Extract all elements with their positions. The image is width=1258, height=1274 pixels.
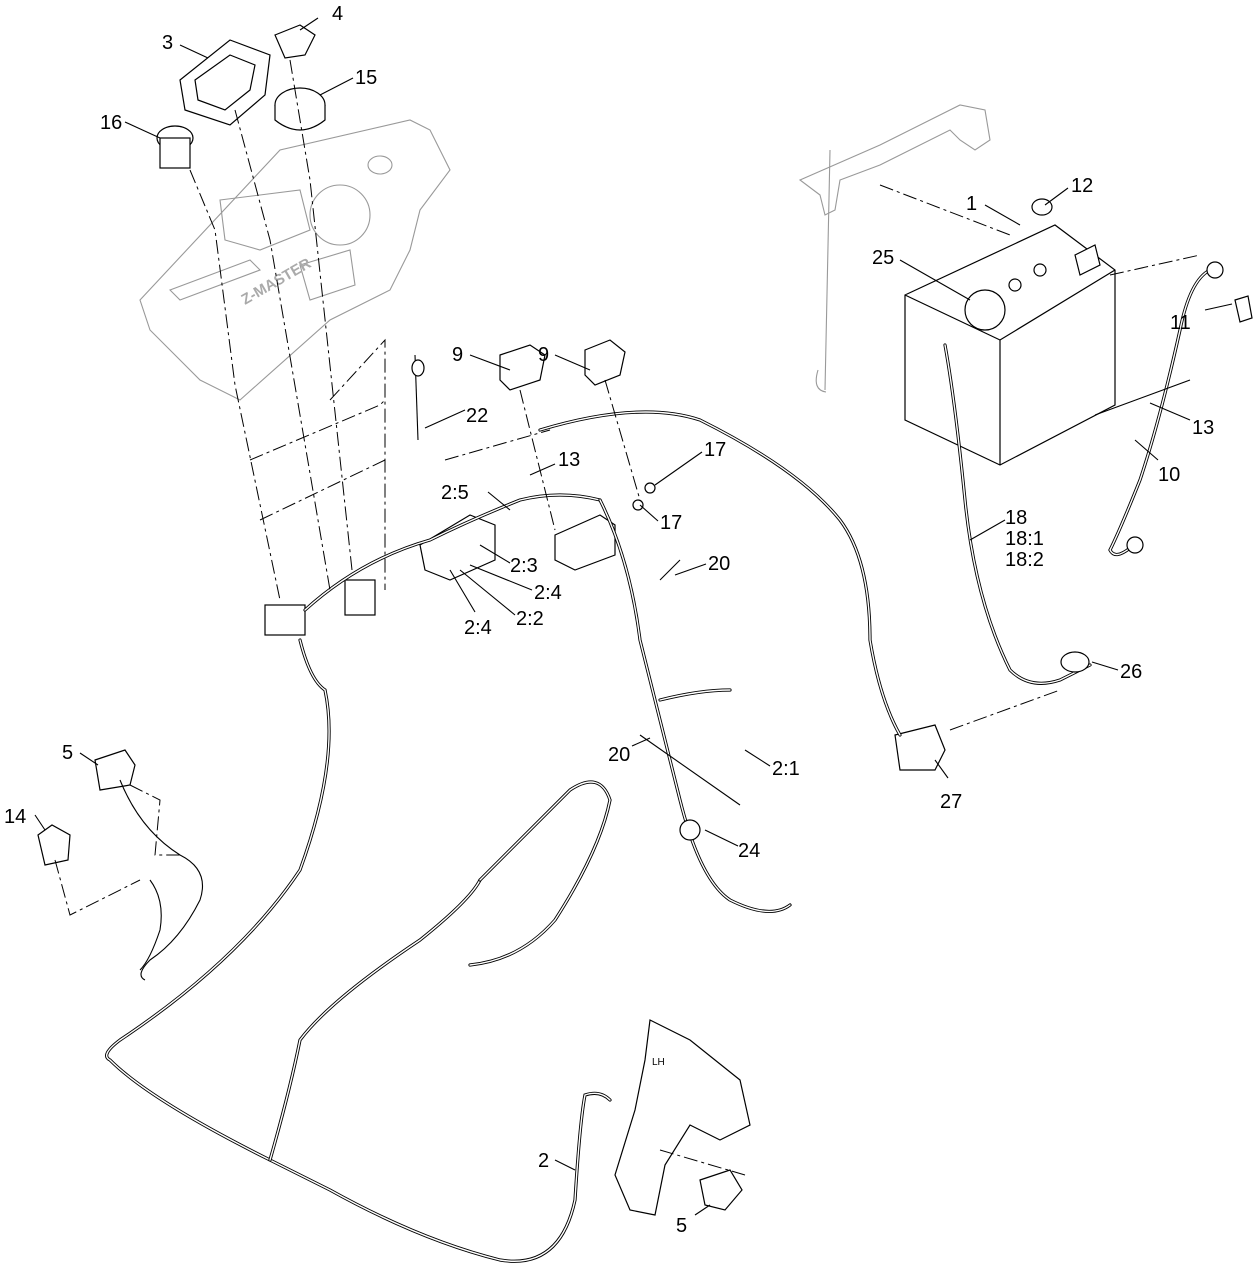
panel-brand-text: Z-MASTER (239, 255, 315, 309)
callout-9a: 9 (452, 344, 463, 366)
callout-2-3: 2:3 (510, 555, 538, 577)
interlock-switch-5 (699, 1169, 743, 1211)
callout-2-4b: 2:4 (464, 617, 492, 639)
small-parts (411, 198, 1253, 841)
callout-17b: 17 (660, 512, 682, 534)
callout-5a: 5 (62, 742, 73, 764)
leader-lines (34, 17, 1233, 1216)
callout-2-5: 2:5 (441, 482, 469, 504)
battery-cables (943, 261, 1224, 685)
callout-13b: 13 (558, 449, 580, 471)
switch-14 (37, 824, 71, 866)
callout-13a: 13 (1192, 417, 1214, 439)
pto-switch-16 (156, 125, 194, 169)
callout-25: 25 (872, 247, 894, 269)
callout-18-2: 18:2 (1005, 549, 1044, 571)
callout-9b: 9 (538, 344, 549, 366)
callout-20a: 20 (708, 553, 730, 575)
callout-14: 14 (4, 806, 26, 828)
callout-2-4a: 2:4 (534, 582, 562, 604)
seat-switch-5 (94, 749, 136, 791)
battery-bracket-ghost (798, 104, 991, 393)
battery (904, 224, 1116, 466)
key-4 (274, 24, 316, 59)
callout-20b: 20 (608, 744, 630, 766)
callout-16: 16 (100, 112, 122, 134)
ignition-switch-15 (274, 87, 326, 131)
callout-2-1: 2:1 (772, 758, 800, 780)
callout-1: 1 (966, 193, 977, 215)
callout-2: 2 (538, 1150, 549, 1172)
connector-cluster-left (264, 579, 376, 636)
callout-17a: 17 (704, 439, 726, 461)
callout-15: 15 (355, 67, 377, 89)
hour-meter-3 (179, 39, 271, 126)
assembly-lines (54, 59, 1201, 1176)
callout-11: 11 (1170, 312, 1191, 334)
callout-22: 22 (466, 405, 488, 427)
main-harness (105, 410, 902, 1263)
relay-connector-block (554, 514, 616, 571)
callout-4: 4 (332, 3, 343, 25)
callout-3: 3 (162, 32, 173, 54)
callout-2-2: 2:2 (516, 608, 544, 630)
relays-9 (499, 339, 626, 391)
lh-control-bracket: LH (614, 1019, 751, 1216)
callout-24: 24 (738, 840, 760, 862)
bracket-side-text: LH (652, 1057, 665, 1068)
callout-10: 10 (1158, 464, 1180, 486)
fuse-block (419, 514, 496, 581)
callout-27: 27 (940, 791, 962, 813)
callout-labels: 3 4 15 16 12 1 25 11 9 9 22 13 13 17 10 … (4, 3, 1214, 1237)
callout-18: 18 (1005, 507, 1027, 529)
callout-12: 12 (1071, 175, 1093, 197)
circuit-breaker-27 (894, 724, 946, 771)
callout-18-1: 18:1 (1005, 528, 1044, 550)
callout-26: 26 (1120, 661, 1142, 683)
callout-5b: 5 (676, 1215, 687, 1237)
